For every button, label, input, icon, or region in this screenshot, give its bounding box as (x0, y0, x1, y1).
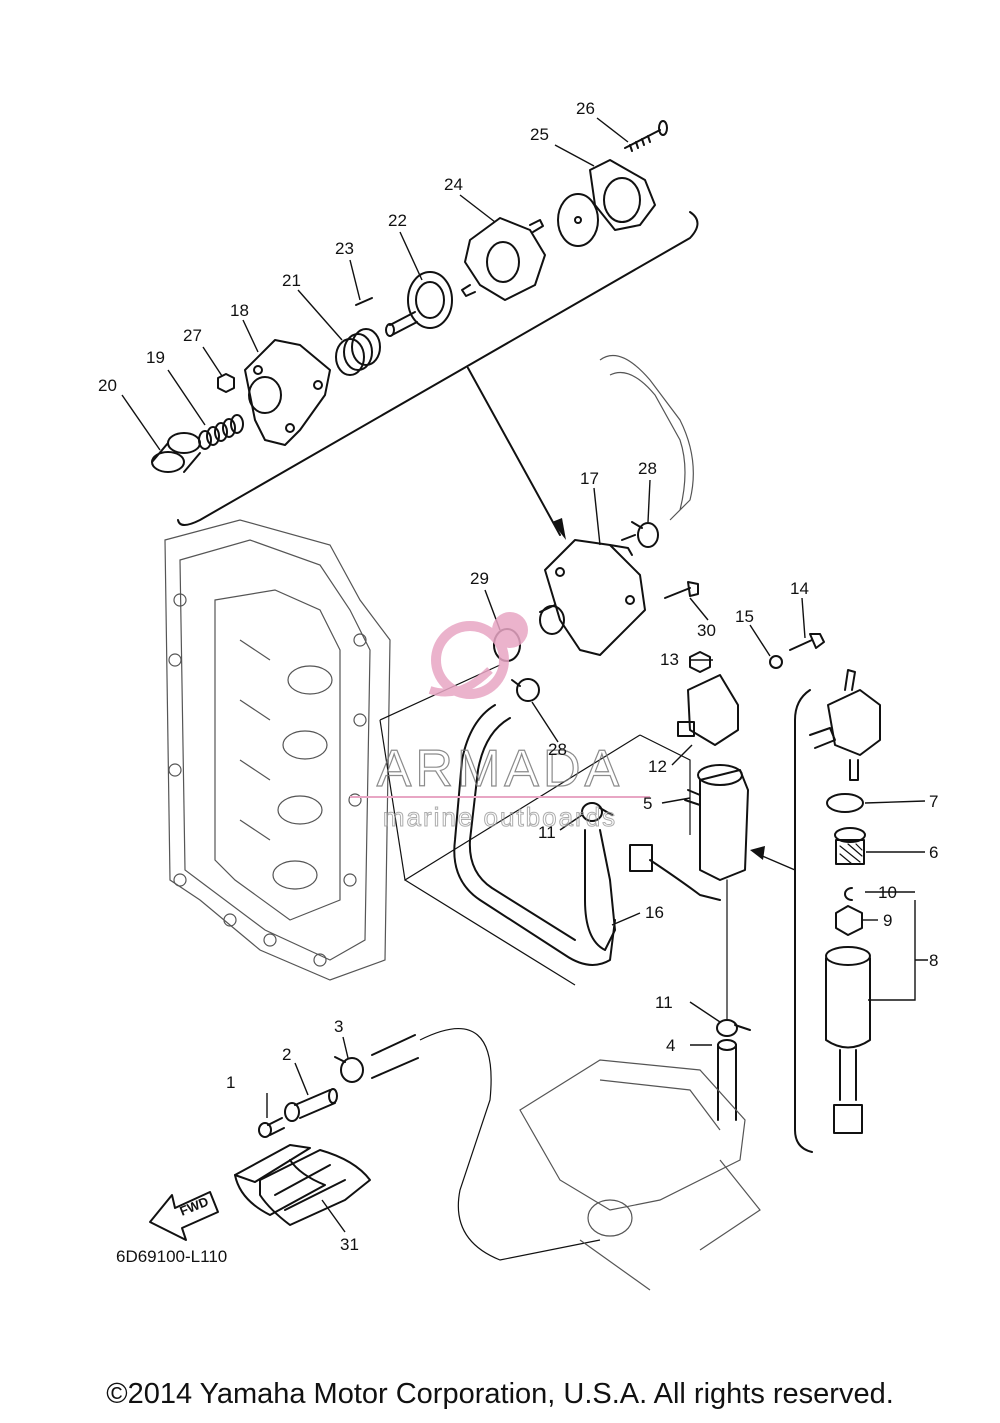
part-28-clamp-lower (511, 678, 540, 702)
part-17-fuel-pump (539, 534, 646, 656)
part-12-bracket (677, 674, 739, 746)
part-6-strainer (834, 827, 866, 865)
label-part-3: 3 (334, 1017, 343, 1036)
part-23-pin (355, 297, 373, 306)
watermark-tagline: marine outboards (383, 802, 617, 832)
part-31-cover (234, 1144, 371, 1226)
label-part-15: 15 (735, 607, 754, 626)
part-labels: 1 2 3 4 5 6 7 8 9 10 11 11 12 13 14 15 1… (98, 99, 938, 1254)
copyright-notice: ©2014 Yamaha Motor Corporation, U.S.A. A… (106, 1378, 894, 1410)
sensor-connector (629, 844, 721, 901)
label-part-28-upper: 28 (638, 459, 657, 478)
label-part-17: 17 (580, 469, 599, 488)
label-part-5: 5 (643, 794, 652, 813)
part-15-washer (769, 655, 783, 669)
label-part-2: 2 (282, 1045, 291, 1064)
part-22-diaphragm (385, 271, 453, 337)
part-4-hose (717, 879, 737, 1121)
label-part-13: 13 (660, 650, 679, 669)
vapor-hose (599, 354, 694, 521)
label-part-26: 26 (576, 99, 595, 118)
part-1-screw (258, 1117, 285, 1138)
arrow-head (552, 518, 566, 540)
label-part-9: 9 (883, 911, 892, 930)
part-30-bolt (664, 581, 699, 599)
part-20-cap (151, 432, 201, 473)
part-26-screw (624, 120, 668, 152)
watermark-logo (428, 612, 528, 699)
label-part-4: 4 (666, 1036, 675, 1055)
label-part-29: 29 (470, 569, 489, 588)
label-part-16: 16 (645, 903, 664, 922)
label-part-18: 18 (230, 301, 249, 320)
diagram-code: 6D69100-L110 (116, 1247, 227, 1266)
fuel-separator-top (809, 669, 881, 781)
label-part-10: 10 (878, 883, 897, 902)
label-part-31: 31 (340, 1235, 359, 1254)
cylinder-head (164, 519, 391, 981)
part-16-hose (584, 829, 616, 951)
label-part-27: 27 (183, 326, 202, 345)
label-part-21: 21 (282, 271, 301, 290)
label-part-7: 7 (929, 792, 938, 811)
valve-disc (557, 193, 599, 247)
fwd-arrow (149, 1191, 219, 1241)
watermark-brand: ARMADA (377, 740, 623, 798)
part-9-nut (835, 905, 863, 936)
leader-lines (121, 117, 928, 1233)
label-part-11-upper: 11 (538, 823, 556, 842)
label-part-20: 20 (98, 376, 117, 395)
label-part-25: 25 (530, 125, 549, 144)
part-14-bolt (789, 633, 825, 651)
part-2-fitting (284, 1088, 338, 1122)
part-24-pump-body (461, 217, 546, 301)
part-7-o-ring (826, 793, 864, 813)
part-13-nut (689, 651, 711, 673)
label-part-28-lower: 28 (548, 740, 567, 759)
part-3-clip (334, 1056, 364, 1083)
part-11-clamp-lower (716, 1019, 751, 1037)
part-21-spring (335, 328, 381, 376)
part-8-filter-bowl (825, 946, 871, 1134)
part-10-circlip (844, 887, 853, 901)
label-part-24: 24 (444, 175, 463, 194)
label-part-22: 22 (388, 211, 407, 230)
part-27-nut (217, 373, 235, 393)
label-part-6: 6 (929, 843, 938, 862)
fuel-hose (453, 704, 616, 966)
label-part-8: 8 (929, 951, 938, 970)
label-part-1: 1 (226, 1073, 235, 1092)
label-part-12: 12 (648, 757, 667, 776)
fuel-line-long (419, 1028, 601, 1261)
fuel-line (371, 1034, 419, 1079)
part-28-clip (631, 521, 659, 548)
side-bracket (794, 689, 813, 1153)
fwd-label: FWD (178, 1194, 211, 1219)
label-part-23: 23 (335, 239, 354, 258)
part-5-fuel-filter (684, 764, 749, 881)
part-19-spring (198, 414, 244, 450)
label-part-11-lower: 11 (655, 993, 673, 1012)
exploded-view-bracket (177, 211, 699, 536)
label-part-14: 14 (790, 579, 809, 598)
lower-unit (519, 1059, 761, 1291)
label-part-30: 30 (697, 621, 716, 640)
part-18-pump-housing (244, 339, 331, 446)
part-25-cover (589, 159, 656, 231)
part-11-clamp (581, 802, 613, 822)
label-part-19: 19 (146, 348, 165, 367)
